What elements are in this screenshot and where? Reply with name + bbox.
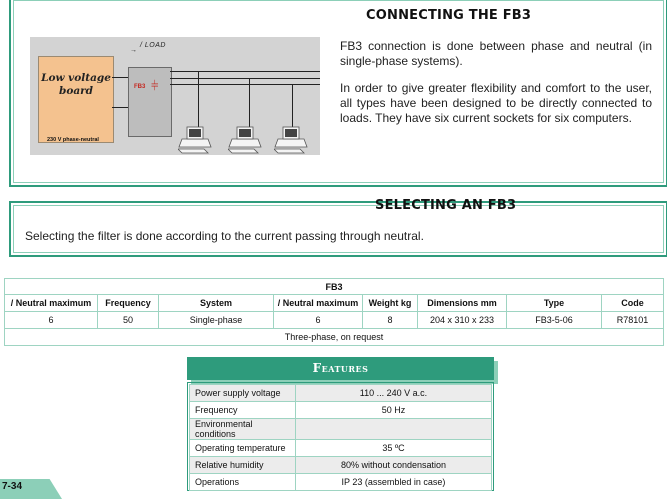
drop-wire	[198, 71, 199, 129]
feature-row: Frequency 50 Hz	[189, 401, 492, 419]
feature-row: Operations IP 23 (assembled in case)	[189, 473, 492, 491]
fb3-table-title: FB3	[4, 278, 664, 295]
fb3-table: FB3 / Neutral maximum Frequency System /…	[4, 278, 664, 346]
feature-value: 50 Hz	[295, 401, 492, 419]
column-header: / Neutral maximum	[273, 294, 363, 312]
neutral-bus	[170, 84, 320, 85]
drop-wire	[292, 84, 293, 130]
drop-wire	[249, 78, 250, 130]
feature-row: Environmental conditions	[189, 418, 492, 440]
table-cell: 204 x 310 x 233	[417, 311, 507, 329]
table-cell: Single-phase	[158, 311, 274, 329]
column-header: / Neutral maximum	[4, 294, 98, 312]
column-header: Frequency	[97, 294, 159, 312]
page-corner	[0, 479, 62, 499]
wire	[112, 107, 128, 108]
computer-icon	[228, 126, 262, 154]
wire	[112, 77, 128, 78]
table-cell: 50	[97, 311, 159, 329]
selecting-text: Selecting the filter is done according t…	[25, 229, 424, 243]
board-label: Low voltage board	[41, 72, 111, 97]
table-cell: 6	[273, 311, 363, 329]
feature-row: Operating temperature 35 ºC	[189, 439, 492, 457]
capacitor-icon: ⫩	[151, 79, 159, 94]
column-header: Code	[601, 294, 664, 312]
fb3-tag: FB3	[134, 84, 146, 90]
feature-value	[295, 418, 492, 440]
table-row: 6 50 Single-phase 6 8 204 x 310 x 233 FB…	[4, 311, 664, 329]
feature-label: Relative humidity	[189, 456, 296, 474]
connection-diagram: → / LOAD Low voltage board 230 V phase-n…	[30, 37, 320, 155]
feature-label: Power supply voltage	[189, 384, 296, 402]
computer-icon	[274, 126, 308, 154]
selecting-section	[9, 201, 667, 257]
features-title: Features	[187, 357, 494, 380]
low-voltage-board: Low voltage board	[38, 56, 114, 143]
computer-icon	[178, 126, 212, 154]
fb3-unit: FB3 ⫩	[128, 67, 172, 137]
column-header: Weight kg	[362, 294, 418, 312]
phase-bus	[170, 78, 320, 79]
feature-value: 80% without condensation	[295, 456, 492, 474]
connecting-title: CONNECTING THE FB3	[366, 8, 532, 23]
feature-row: Relative humidity 80% without condensati…	[189, 456, 492, 474]
features-frame	[187, 382, 494, 491]
column-header: Type	[506, 294, 602, 312]
column-header: System	[158, 294, 274, 312]
table-cell: 8	[362, 311, 418, 329]
column-header: Dimensions mm	[417, 294, 507, 312]
table-header-row: / Neutral maximum Frequency System / Neu…	[4, 294, 664, 312]
feature-label: Operating temperature	[189, 439, 296, 457]
table-cell: R78101	[601, 311, 664, 329]
feature-label: Frequency	[189, 401, 296, 419]
page-number: 7-34	[2, 481, 23, 492]
feature-value: 35 ºC	[295, 439, 492, 457]
arrow-right-icon: →	[130, 47, 137, 54]
feature-value: IP 23 (assembled in case)	[295, 473, 492, 491]
table-cell: FB3-5-06	[506, 311, 602, 329]
feature-label: Environmental conditions	[189, 418, 296, 440]
feature-value: 110 ... 240 V a.c.	[295, 384, 492, 402]
connecting-paragraph-1: FB3 connection is done between phase and…	[340, 39, 652, 68]
features-table: Power supply voltage 110 ... 240 V a.c. …	[189, 384, 492, 491]
table-cell: 6	[4, 311, 98, 329]
connecting-paragraph-2: In order to give greater flexibility and…	[340, 81, 652, 125]
feature-row: Power supply voltage 110 ... 240 V a.c.	[189, 384, 492, 402]
selecting-title: SELECTING AN FB3	[375, 198, 517, 213]
load-label: / LOAD	[140, 42, 166, 49]
phase-bus	[170, 71, 320, 72]
table-footer: Three-phase, on request	[4, 328, 664, 346]
voltage-label: 230 V phase-neutral	[47, 137, 99, 143]
feature-label: Operations	[189, 473, 296, 491]
